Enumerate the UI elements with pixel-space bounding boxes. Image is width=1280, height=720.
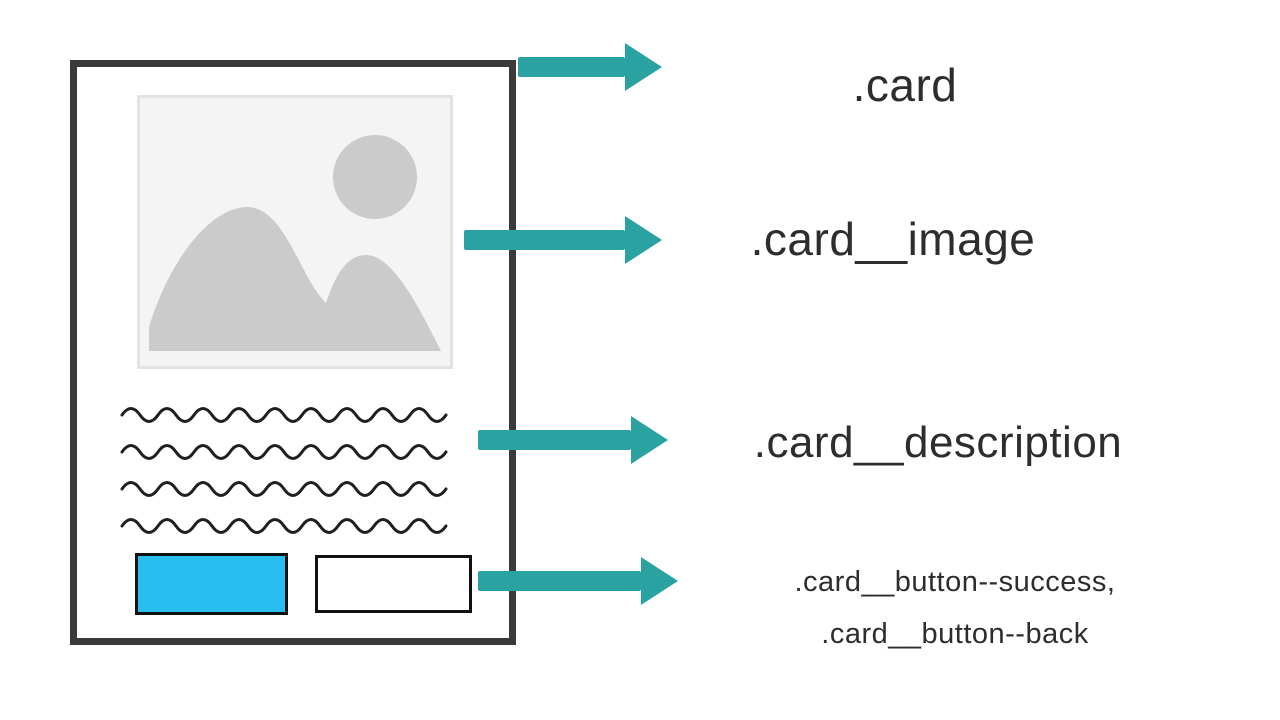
- arrow-shaft: [478, 430, 631, 450]
- arrow-head: [625, 216, 662, 264]
- arrow-description-icon: [478, 416, 668, 464]
- arrow-image-icon: [464, 216, 662, 264]
- sun-icon: [333, 135, 417, 219]
- description-squiggles: [120, 407, 448, 534]
- squiggle-line: [120, 481, 448, 497]
- buttons-class-label-line1: .card__button--success,: [794, 566, 1116, 598]
- squiggle-line: [120, 407, 448, 423]
- image-class-label: .card__image: [750, 213, 1036, 265]
- description-class-label: .card__description: [753, 418, 1123, 467]
- image-placeholder: [137, 95, 453, 369]
- arrow-shaft: [464, 230, 625, 250]
- arrow-buttons-icon: [478, 557, 678, 605]
- buttons-class-label: .card__button--success, .card__button--b…: [700, 556, 1210, 660]
- squiggle-line: [120, 518, 448, 534]
- arrow-shaft: [478, 571, 641, 591]
- buttons-class-label-line2: .card__button--back: [821, 618, 1089, 650]
- back-button-wireframe: [315, 555, 472, 613]
- arrow-head: [631, 416, 668, 464]
- arrow-shaft: [518, 57, 625, 77]
- card-class-label: .card: [852, 59, 958, 111]
- arrow-head: [625, 43, 662, 91]
- arrow-card-icon: [518, 43, 662, 91]
- success-button-wireframe: [135, 553, 288, 615]
- card-wireframe: [70, 60, 516, 645]
- squiggle-line: [120, 444, 448, 460]
- arrow-head: [641, 557, 678, 605]
- mountains-icon: [149, 207, 441, 351]
